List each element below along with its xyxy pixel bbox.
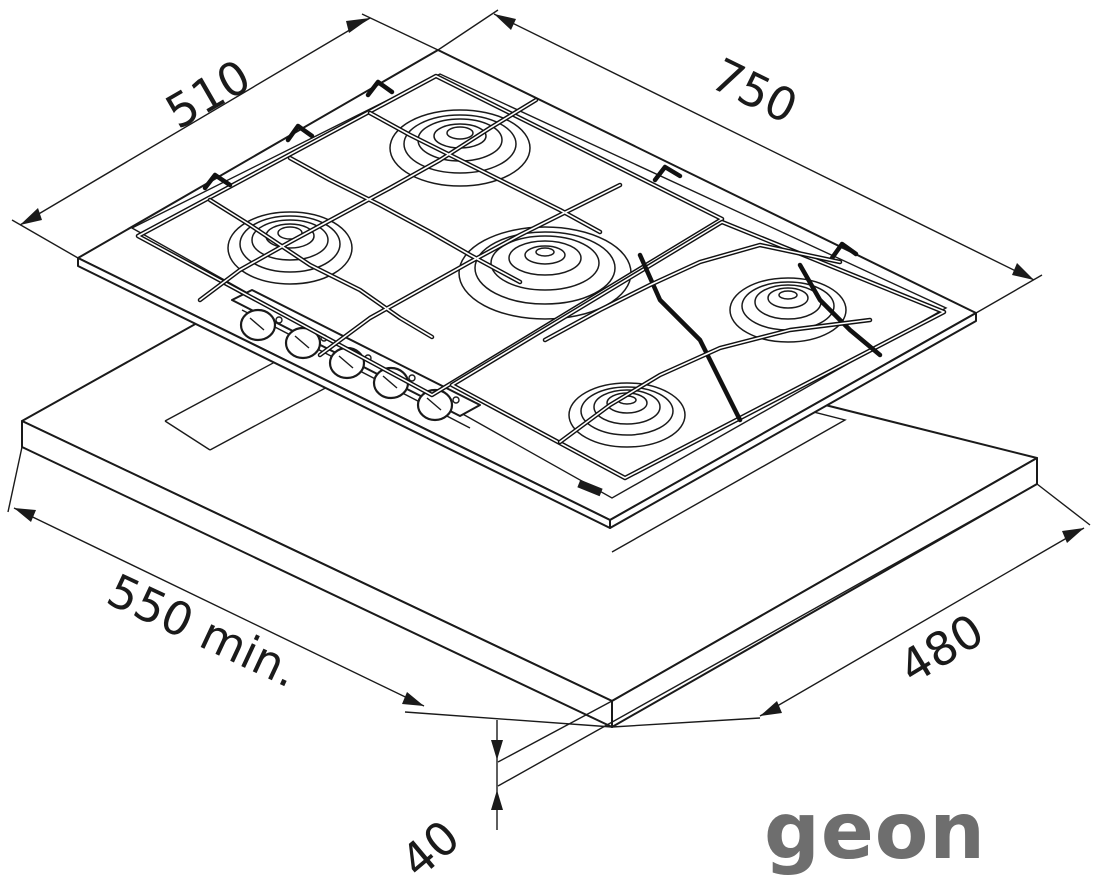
dim-worktop-thickness: 40 (390, 809, 470, 881)
knob-1[interactable] (239, 308, 283, 342)
dim-cutout-depth: 480 (890, 603, 993, 695)
knob-5[interactable] (416, 388, 460, 422)
dimension-lines (7, 9, 1091, 830)
burner-rear-left (227, 211, 353, 285)
gas-hob (77, 49, 977, 529)
watermark-logo: geon (764, 787, 986, 877)
dim-hob-depth: 510 (157, 49, 260, 140)
burner-front (568, 382, 686, 448)
pan-supports (135, 73, 947, 481)
dim-hob-width: 750 (703, 47, 806, 134)
brand-badge-icon (577, 479, 603, 497)
dim-cutout-min: 550 min. (99, 563, 307, 698)
